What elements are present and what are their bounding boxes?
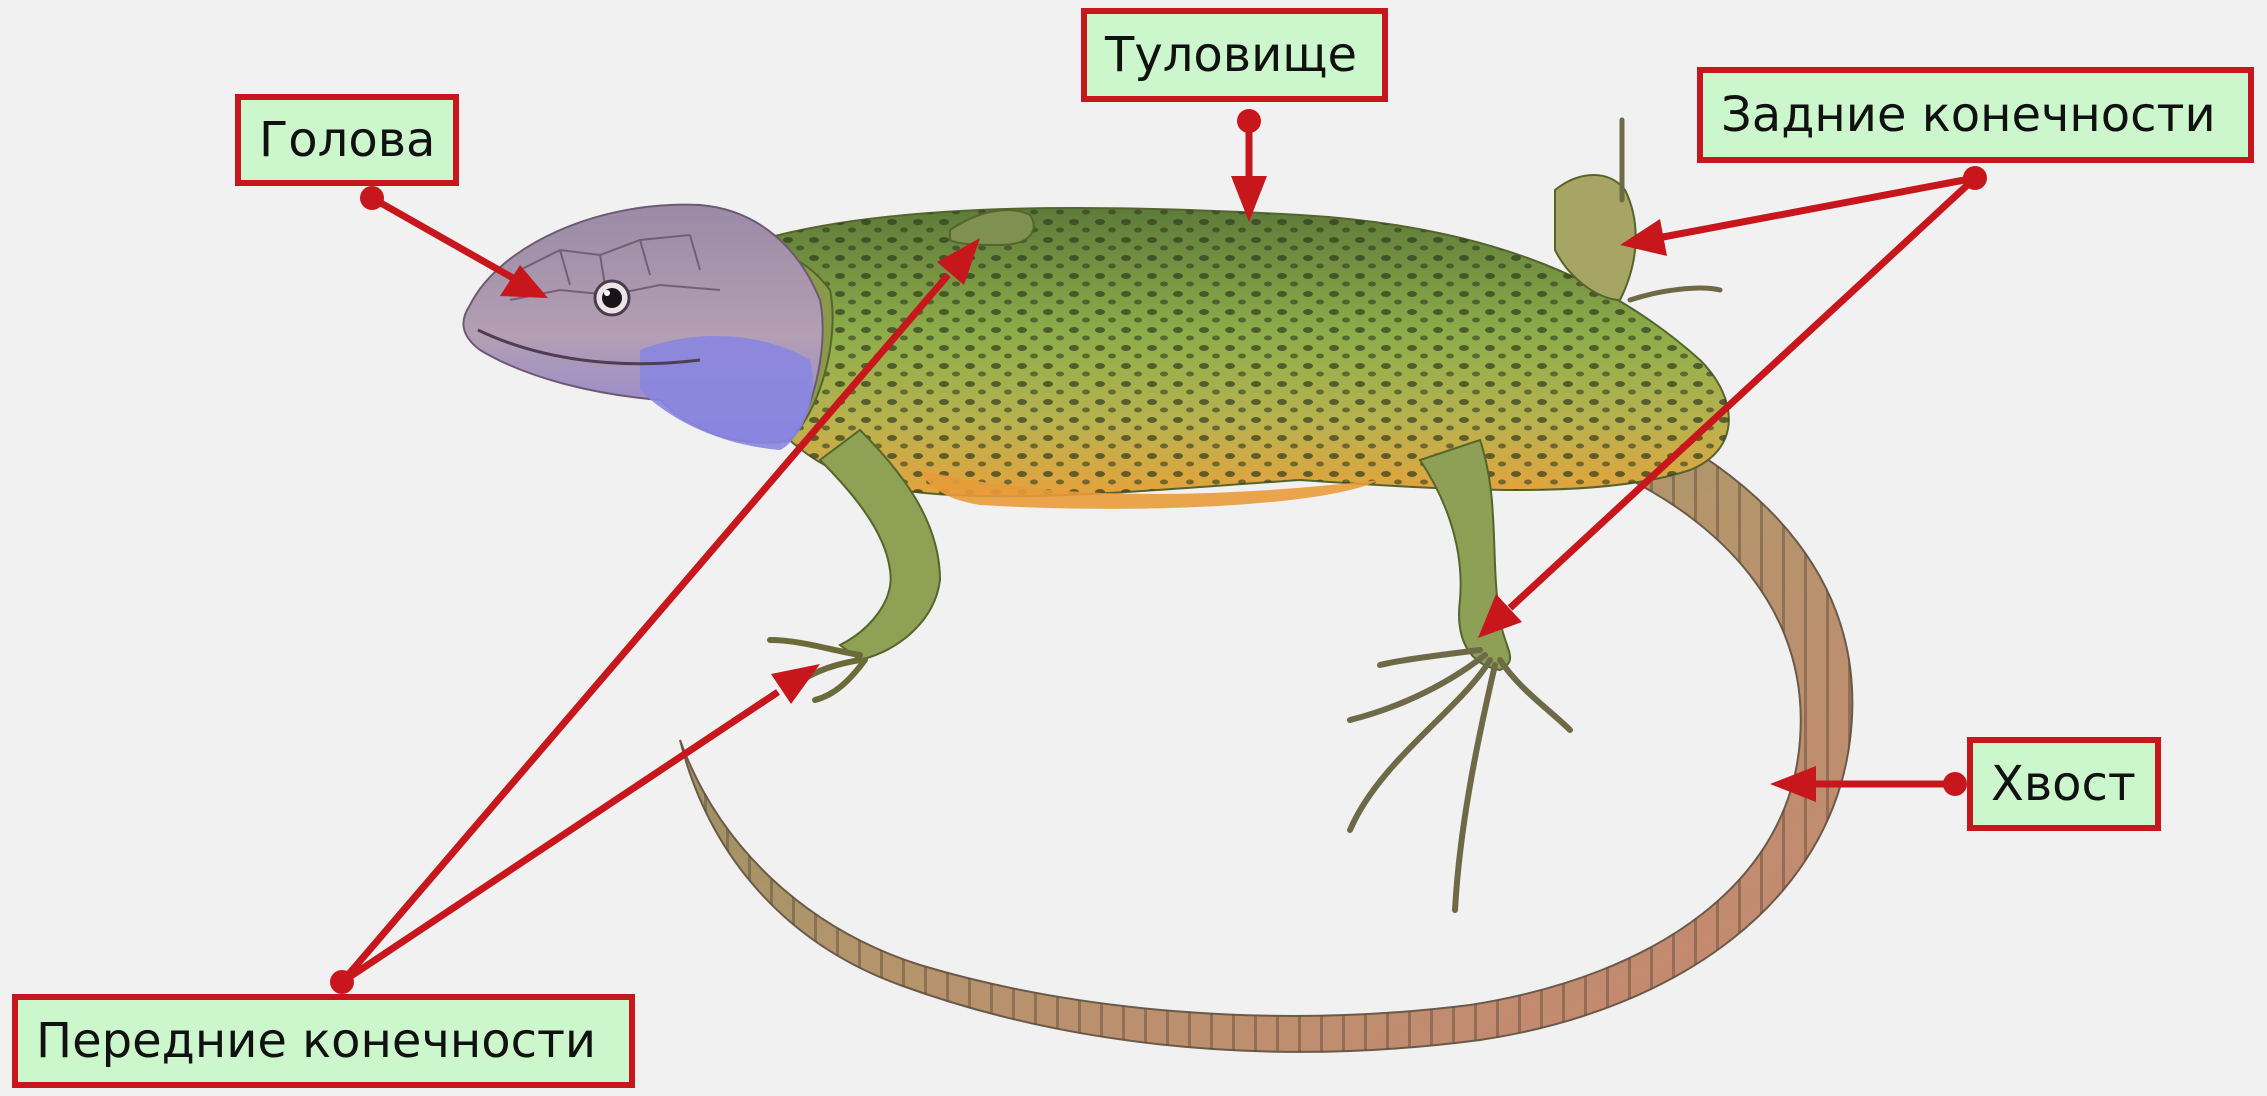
label-head: Голова: [235, 94, 459, 186]
head-pointer: [360, 186, 548, 298]
label-tail: Хвост: [1967, 737, 2161, 831]
label-torso: Туловище: [1081, 8, 1388, 102]
label-hind-limbs: Задние конечности: [1697, 67, 2254, 163]
torso-pointer: [1231, 109, 1267, 222]
label-fore-limbs: Передние конечности: [12, 994, 635, 1088]
lizard-illustration: [463, 120, 1852, 1052]
